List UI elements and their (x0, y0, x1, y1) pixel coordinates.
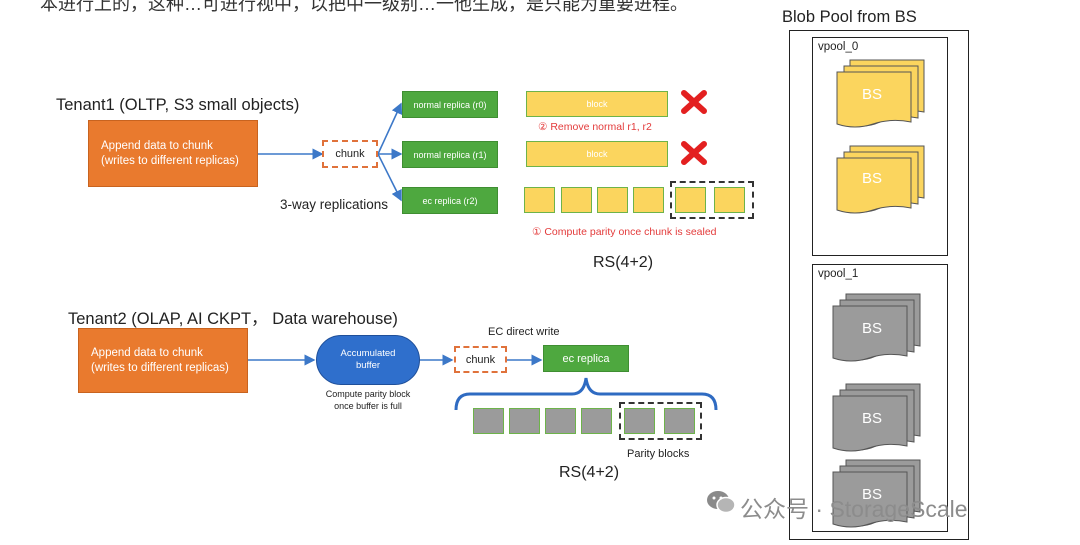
blob-pool-title: Blob Pool from BS (782, 8, 917, 26)
bs-label: BS (862, 86, 883, 103)
bs-label: BS (862, 486, 883, 503)
replication-label: 3-way replications (280, 197, 389, 212)
ec-parity-block-gray (624, 408, 655, 434)
bs-stack-gray: BS (830, 458, 924, 533)
ec-data-block-gray (473, 408, 504, 434)
ec-data-block-gray (509, 408, 540, 434)
blob-pool-frame (789, 30, 969, 540)
ec-data-block-gray (581, 408, 612, 434)
brace-ec-blocks (454, 377, 718, 411)
ec-data-block (633, 187, 664, 213)
wechat-icon (706, 489, 736, 520)
block-bar-r0: block (526, 91, 668, 117)
arrow-chunk-to-r2 (377, 153, 402, 202)
tenant2-append-box: Append data to chunk (writes to differen… (78, 328, 248, 393)
tenant1-append-line2: (writes to different replicas) (101, 154, 239, 167)
x-mark-icon (680, 89, 708, 120)
ec-parity-block (675, 187, 706, 213)
replica-r0: normal replica (r0) (402, 91, 498, 118)
bs-label: BS (862, 320, 883, 337)
compute-parity-note: Compute parity block once buffer is full (312, 388, 424, 412)
bs-label: BS (862, 170, 883, 187)
vpool1-label: vpool_1 (818, 268, 859, 280)
tenant1-title: Tenant1 (OLTP, S3 small objects) (56, 96, 300, 114)
bs-label: BS (862, 410, 883, 427)
bs-stack-gray: BS (830, 292, 924, 367)
replica-r2: ec replica (r2) (402, 187, 498, 214)
bs-stack-yellow: BS (834, 144, 928, 219)
buffer-line2: buffer (355, 360, 381, 371)
vpool0-label: vpool_0 (818, 41, 859, 53)
watermark-text: 公众号 · StorageScale (740, 496, 968, 522)
bs-stack-yellow: BS (834, 58, 928, 133)
parity-note: ① Compute parity once chunk is sealed (532, 226, 717, 238)
ec-data-block (524, 187, 555, 213)
replica-r1: normal replica (r1) (402, 141, 498, 168)
ec-parity-block (714, 187, 745, 213)
header-fragment: 本进行上的，这种…可进行视中，以把中一级别…一他生成，是只能为重要进程。 (40, 0, 688, 14)
ec-parity-block-gray (664, 408, 695, 434)
accumulated-buffer: Accumulated buffer (316, 335, 420, 385)
block-bar-r1: block (526, 141, 668, 167)
ec-direct-label: EC direct write (488, 326, 560, 338)
parity-blocks-label: Parity blocks (627, 448, 690, 460)
compute-line1: Compute parity block (325, 389, 411, 399)
tenant2-ec-replica: ec replica (543, 345, 629, 372)
tenant1-append-line1: Append data to chunk (101, 139, 213, 152)
vpool1-frame (812, 264, 948, 532)
tenant2-chunk: chunk (454, 346, 507, 373)
x-mark-icon (680, 140, 708, 171)
vpool0-frame (812, 37, 948, 256)
buffer-line1: Accumulated (340, 348, 396, 359)
bs-stack-gray: BS (830, 382, 924, 457)
ec-data-block-gray (545, 408, 576, 434)
tenant1-append-box: Append data to chunk (writes to differen… (88, 120, 258, 187)
arrow-chunk-to-r0 (377, 102, 403, 155)
remove-note: ② Remove normal r1, r2 (538, 121, 652, 133)
ec-data-block (597, 187, 628, 213)
tenant2-append-line1: Append data to chunk (91, 346, 203, 359)
tenant2-append-line2: (writes to different replicas) (91, 361, 229, 374)
tenant2-title: Tenant2 (OLAP, AI CKPT， Data warehouse) (68, 310, 398, 328)
ec-data-block (561, 187, 592, 213)
tenant1-rs-label: RS(4+2) (593, 254, 654, 271)
parity-group-outline (670, 181, 754, 219)
parity-group-outline-2 (619, 402, 702, 440)
tenant1-chunk: chunk (322, 140, 378, 168)
compute-line2: once buffer is full (334, 401, 402, 411)
tenant2-rs-label: RS(4+2) (559, 464, 620, 481)
